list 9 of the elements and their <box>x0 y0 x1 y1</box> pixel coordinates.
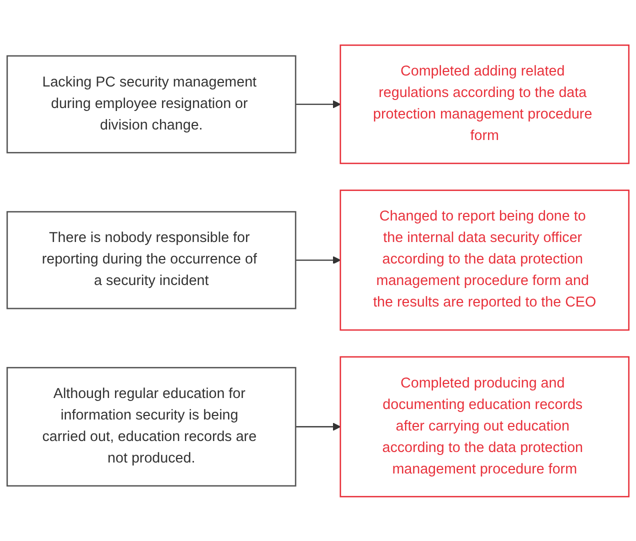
node-box: Although regular education for information security is being carried out, education records are not produced. <box>6 366 296 486</box>
node-box: There is nobody responsible for reporting during the occurrence of a security incident <box>6 210 296 309</box>
node-box: Completed adding related regulations according to the data protection management procedure form <box>340 44 630 164</box>
node-box: Completed producing and documenting education records after carrying out education according to the data protection management procedure form <box>340 356 630 497</box>
arrow <box>296 100 341 108</box>
node-box: Changed to report being done to the internal data security officer according to the data protection management procedure form and the results are reported to the CEO <box>340 189 630 330</box>
node-box: Lacking PC security management during employee resignation or division change. <box>6 54 296 153</box>
arrow <box>296 256 341 264</box>
arrow <box>296 422 341 430</box>
